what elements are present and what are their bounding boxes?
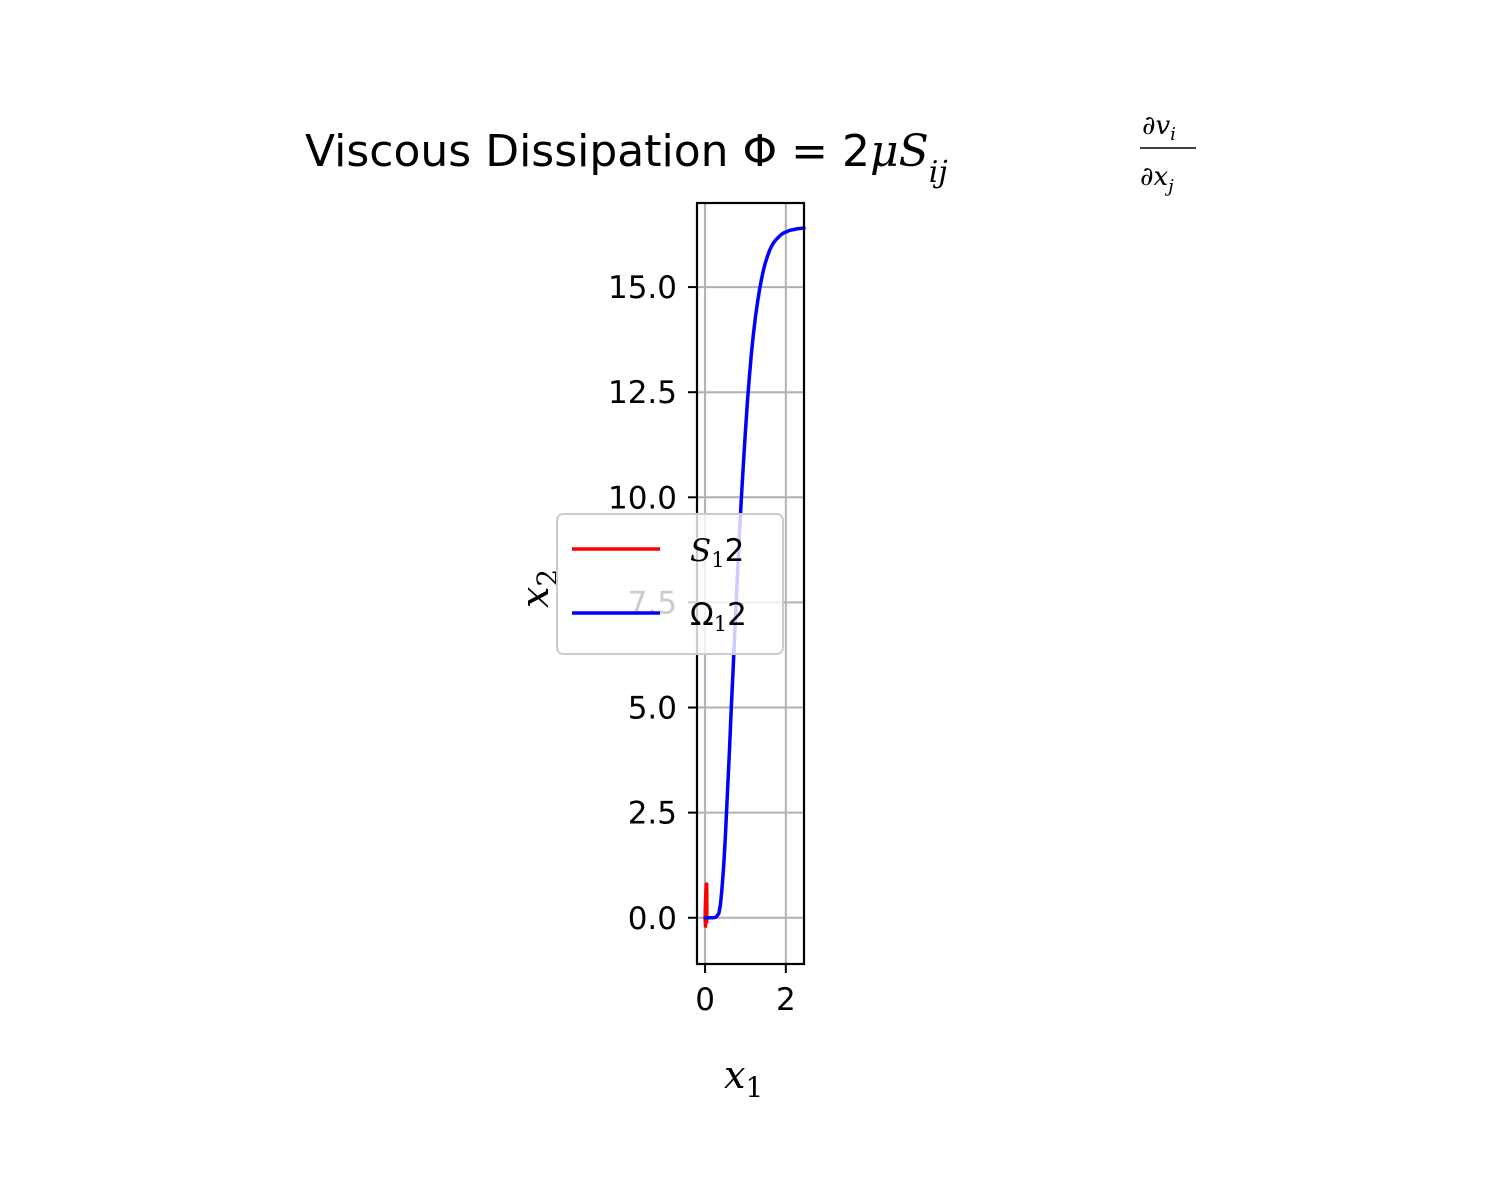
x-axis-label-sub: 1 xyxy=(745,1071,763,1104)
title-num-sub: i xyxy=(1170,124,1176,145)
title-prefix: Viscous Dissipation xyxy=(305,126,743,177)
ticks: 020.02.55.07.510.012.515.0 xyxy=(608,270,796,1018)
title-num: ∂v xyxy=(1142,111,1170,141)
y-tick-label: 10.0 xyxy=(608,480,677,516)
title-s-sub: ij xyxy=(929,155,948,190)
y-tick-label: 12.5 xyxy=(608,375,677,411)
series-line xyxy=(703,226,806,920)
title-frac-num: ∂vi xyxy=(1142,111,1176,145)
series-line xyxy=(703,882,709,928)
x-axis-label-base: x xyxy=(724,1053,745,1097)
x-tick-label: 0 xyxy=(695,982,715,1018)
svg-text:Viscous Dissipation Φ = 2μSij: Viscous Dissipation Φ = 2μSij xyxy=(305,126,948,190)
y-axis-label: x2 xyxy=(513,569,564,608)
legend-label: Ω12 xyxy=(690,597,747,636)
title-phi: Φ xyxy=(743,126,778,177)
title-den: ∂x xyxy=(1140,162,1168,192)
y-axis-label-base: x xyxy=(513,587,557,608)
x-axis-label: x1 xyxy=(724,1053,763,1104)
series-lines xyxy=(703,226,806,928)
y-tick-label: 2.5 xyxy=(628,796,677,832)
x-tick-label: 2 xyxy=(776,982,796,1018)
title-s: S xyxy=(899,126,929,177)
legend-box xyxy=(556,513,784,655)
y-tick-label: 5.0 xyxy=(628,691,677,727)
y-axis-label-sub: 2 xyxy=(531,569,564,587)
y-tick-label: 0.0 xyxy=(628,901,677,937)
title-mu: μ xyxy=(870,126,899,177)
y-tick-label: 15.0 xyxy=(608,270,677,306)
title-den-sub: j xyxy=(1164,176,1174,197)
title-eq: = 2 xyxy=(777,126,870,177)
legend-label: S12 xyxy=(690,533,744,572)
chart-title: Viscous Dissipation Φ = 2μSij ∂vi ∂xj xyxy=(305,111,1196,197)
title-frac-den: ∂xj xyxy=(1140,162,1174,197)
